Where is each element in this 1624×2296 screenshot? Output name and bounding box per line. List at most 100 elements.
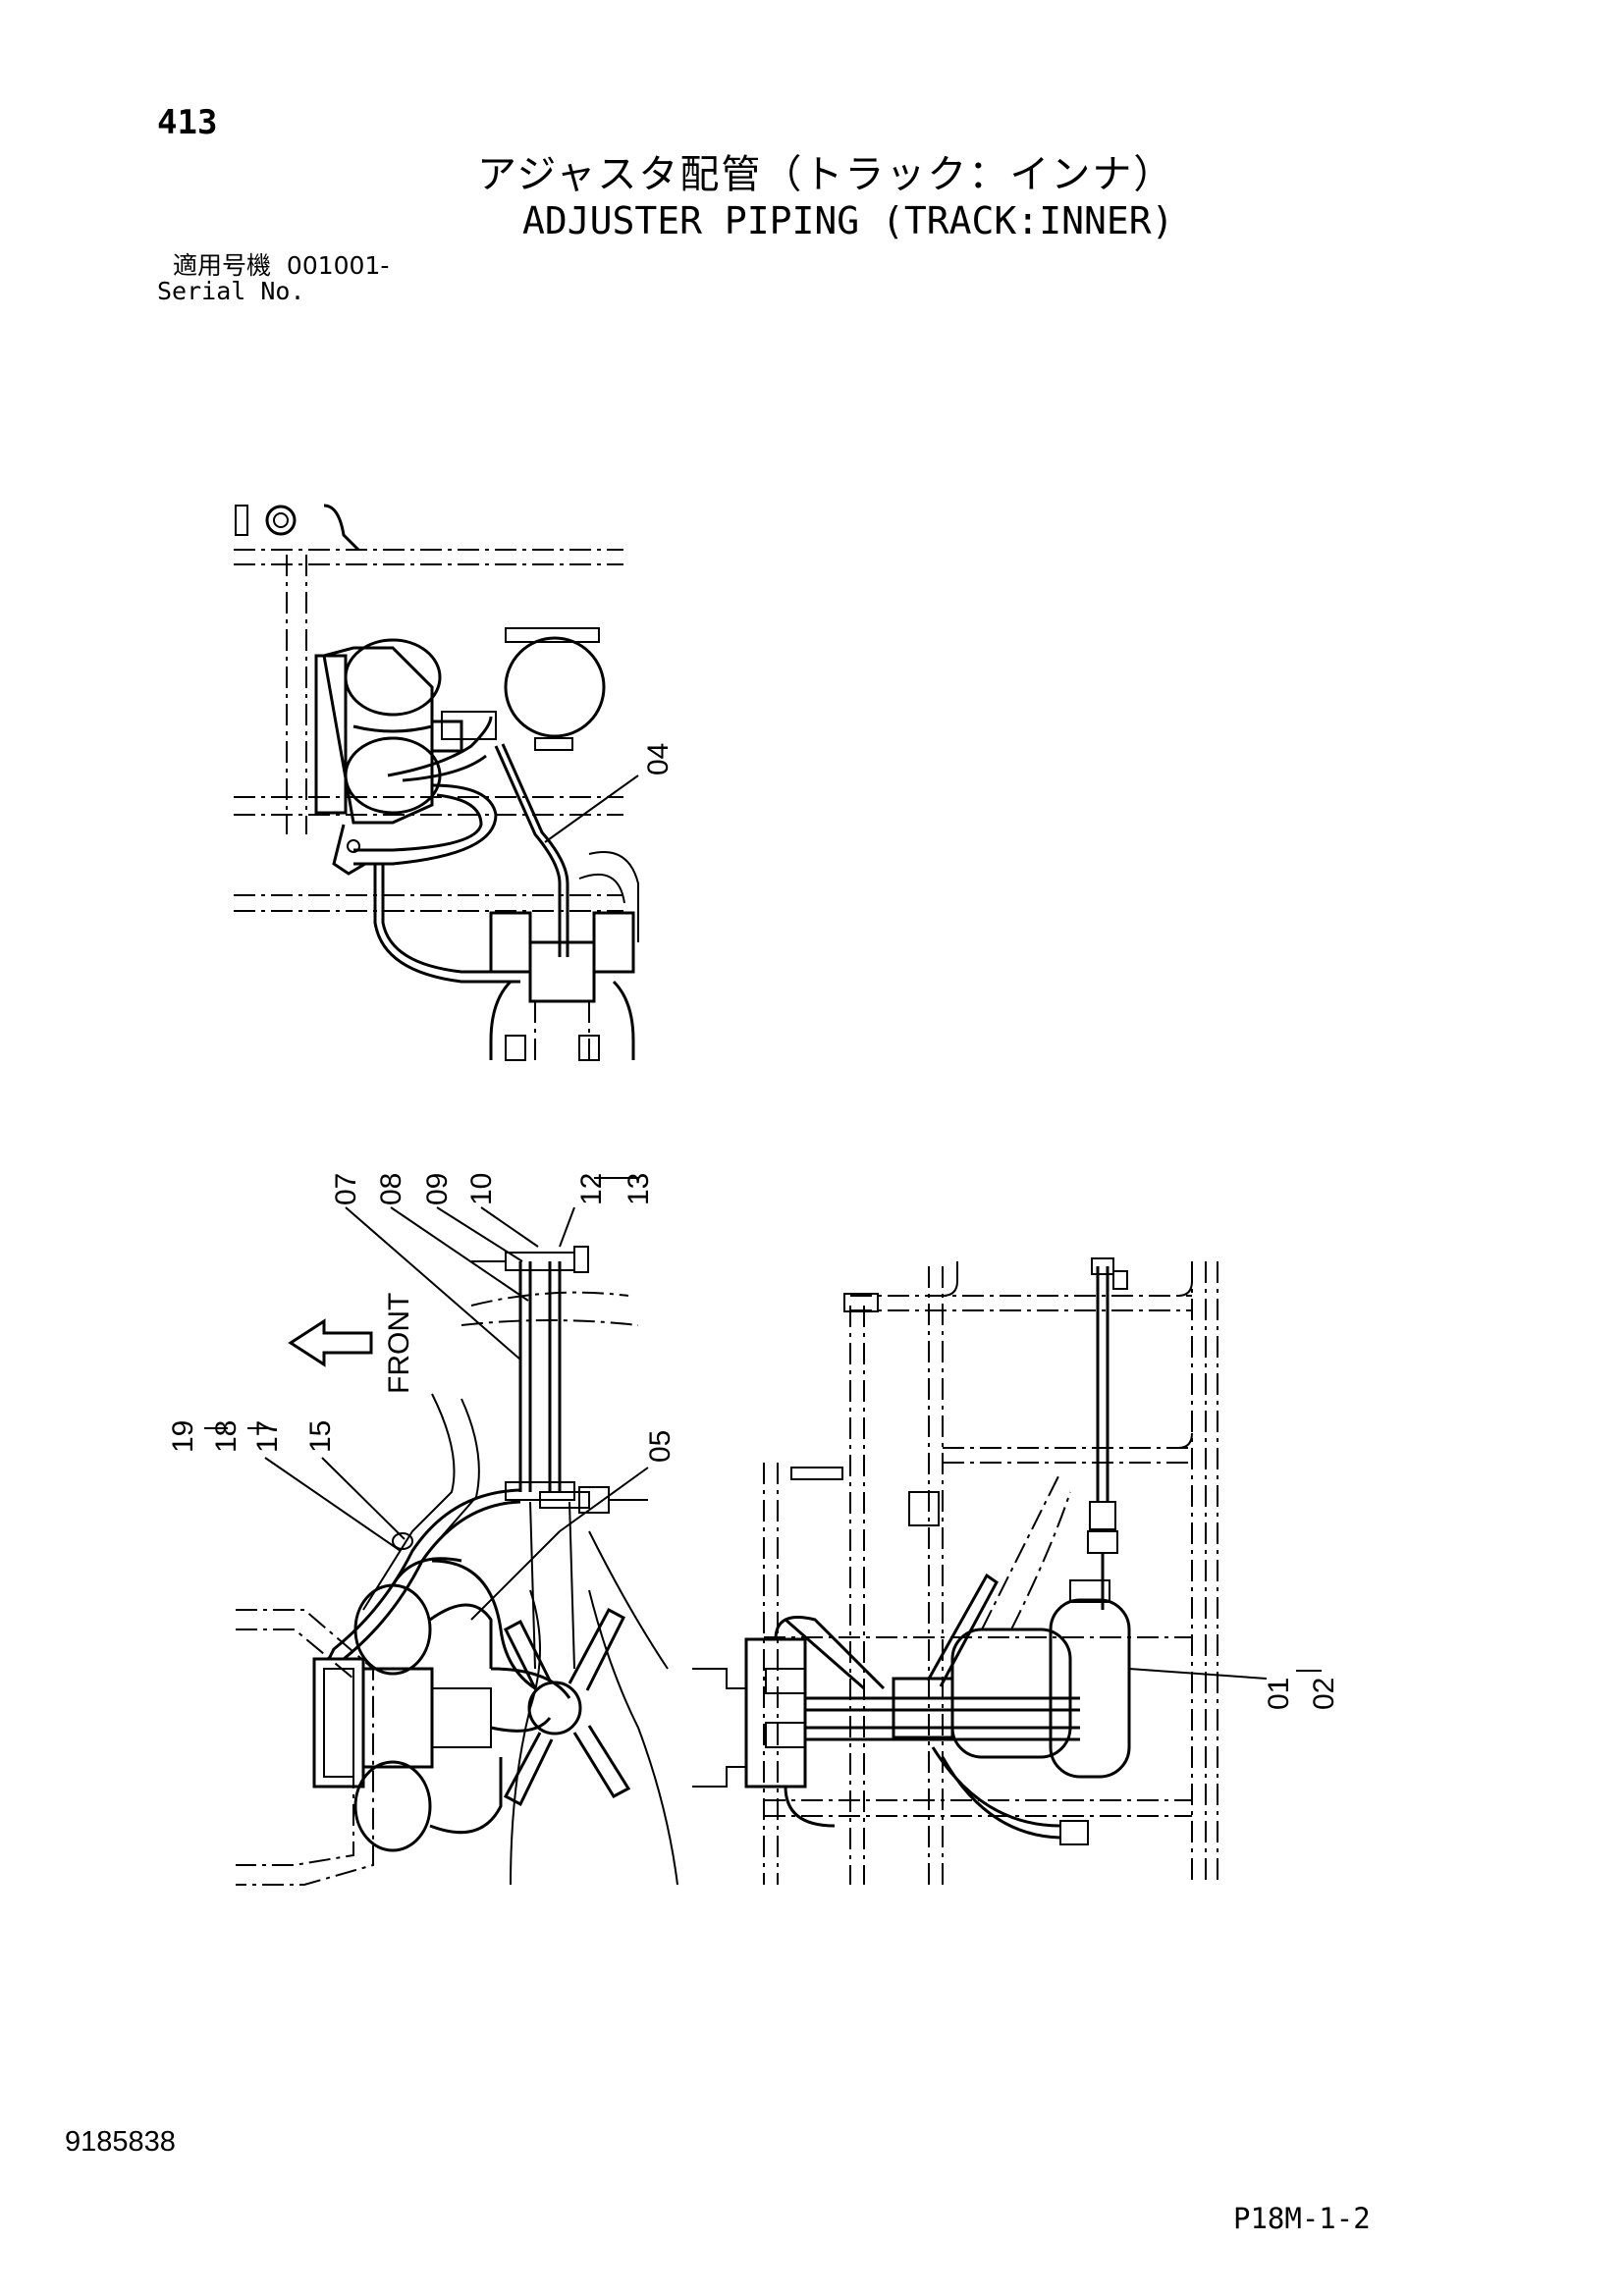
hose <box>612 980 635 1060</box>
bottom-right-view-drawing: 01 02 <box>692 1257 1340 1885</box>
frame-edge <box>362 1393 456 1611</box>
callout-05: 05 <box>644 1430 677 1463</box>
pipe-clamp <box>505 1252 575 1271</box>
callout-leader <box>390 1206 529 1302</box>
hose <box>489 980 513 1060</box>
callout-07: 07 <box>330 1173 362 1205</box>
valve-block <box>431 1687 492 1748</box>
accumulator-upper <box>344 638 442 717</box>
serial-label-japanese: 適用号機 001001- <box>173 253 389 278</box>
page-title-english: ADJUSTER PIPING (TRACK:INNER) <box>522 199 1174 242</box>
track-curve <box>1010 1491 1071 1630</box>
hose <box>387 716 493 777</box>
frame-outline <box>236 1629 354 1866</box>
hose <box>429 1603 493 1669</box>
callout-01: 01 <box>1263 1678 1295 1710</box>
hose <box>931 1746 1061 1828</box>
callout-18: 18 <box>210 1420 243 1453</box>
frame-corner <box>942 1261 958 1297</box>
pipe <box>568 1501 575 1670</box>
track-curve <box>588 1530 669 1670</box>
valve-block <box>441 711 497 740</box>
bolt-icon <box>347 839 360 853</box>
center-joint <box>527 1681 582 1735</box>
track-curve <box>510 1589 541 1886</box>
hose-long <box>373 864 520 984</box>
fitting <box>765 1668 806 1694</box>
track-arc <box>470 1291 629 1307</box>
callout-leader <box>544 774 639 843</box>
callout-15: 15 <box>304 1420 337 1453</box>
hose <box>353 783 498 866</box>
callout-leader <box>321 1457 406 1540</box>
fitting <box>1112 1270 1128 1290</box>
frame-edge <box>441 1398 480 1537</box>
bracket <box>505 627 600 643</box>
round-cover <box>504 636 606 738</box>
frame-outline <box>236 1609 374 1886</box>
valve-block <box>892 1677 954 1739</box>
hose-branch <box>503 1732 554 1807</box>
track-curve <box>588 1589 678 1886</box>
serial-label-jp-text: 適用号機 <box>173 251 272 280</box>
pipe-04 <box>501 743 569 957</box>
hose <box>490 1717 552 1733</box>
bolt-icon <box>265 505 297 536</box>
hose <box>784 1786 836 1828</box>
frame-corner <box>1177 1280 1193 1297</box>
front-direction-label: FRONT <box>383 1293 415 1394</box>
hose-diagonal <box>926 1573 999 1687</box>
hose <box>431 1559 536 1690</box>
accumulator-cap <box>1069 1579 1110 1603</box>
bolt-icon <box>273 512 289 528</box>
hose-diagonal <box>785 1618 865 1690</box>
top-view-drawing: 04 <box>234 504 675 1061</box>
hose <box>353 793 483 852</box>
pipe <box>529 1501 536 1670</box>
bracket <box>908 1491 940 1526</box>
hose <box>774 1616 886 1690</box>
fitting <box>1087 1530 1118 1554</box>
hose <box>402 754 487 782</box>
fitting <box>1089 1501 1116 1530</box>
callout-08: 08 <box>375 1173 407 1205</box>
mounting-plate <box>314 654 348 815</box>
accumulator-right <box>1049 1598 1131 1779</box>
track-arc <box>578 874 625 904</box>
bracket <box>534 737 573 751</box>
fitting <box>539 1491 590 1509</box>
bracket <box>843 1293 879 1312</box>
fitting <box>505 1035 526 1061</box>
hose-branch <box>572 1725 631 1798</box>
callout-02: 02 <box>1308 1678 1340 1710</box>
callout-19: 19 <box>167 1420 199 1453</box>
callout-10: 10 <box>465 1173 498 1205</box>
fitting <box>1091 1257 1114 1275</box>
hose <box>490 1667 571 1699</box>
callout-leader <box>470 1530 561 1621</box>
bracket <box>235 505 248 536</box>
bracket <box>332 824 366 876</box>
hose <box>429 1757 503 1835</box>
frame-corner <box>1177 1432 1193 1449</box>
swivel-body <box>489 911 532 974</box>
page-reference: P18M-1-2 <box>1233 2202 1371 2235</box>
bottom-left-view-drawing: 07 08 09 10 12 13 FRONT 19 18 17 15 05 <box>167 1173 678 1886</box>
track-curve <box>981 1471 1061 1630</box>
valve-block <box>432 720 463 753</box>
page-title-japanese: アジャスタ配管（トラック：インナ） <box>477 152 1175 197</box>
valve-block <box>744 1637 807 1789</box>
callout-04: 04 <box>642 743 675 775</box>
callout-leader <box>480 1206 539 1248</box>
mounting-plate <box>323 1668 354 1778</box>
flange <box>692 1668 747 1788</box>
hose-long <box>381 864 520 974</box>
accumulator-lower <box>353 1760 432 1852</box>
mounting-plate <box>312 1657 365 1789</box>
serial-value: 001001- <box>286 251 390 280</box>
bracket <box>790 1467 843 1480</box>
accumulator-upper <box>353 1583 432 1676</box>
hose-clamp <box>392 1532 413 1550</box>
callout-leader <box>436 1206 523 1262</box>
hose <box>391 1557 462 1586</box>
